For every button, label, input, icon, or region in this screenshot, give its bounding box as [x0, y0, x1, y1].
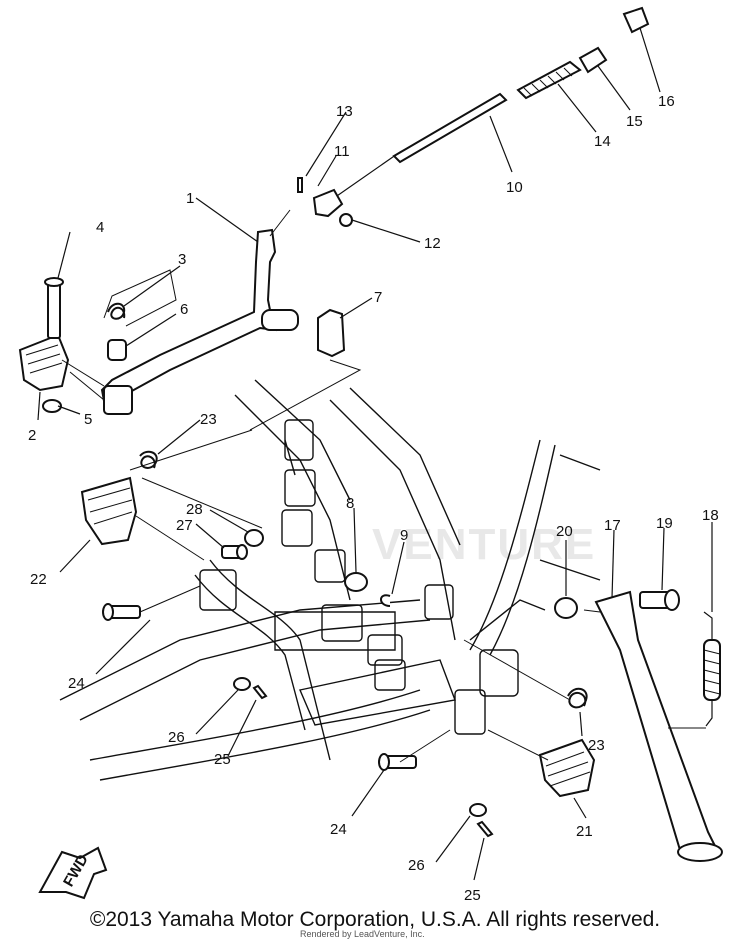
callout-26a: 26 [168, 729, 185, 746]
footrest-left [80, 476, 138, 546]
cable-clip [317, 308, 346, 358]
callout-22: 22 [30, 571, 47, 588]
footrest-lower [538, 738, 596, 798]
fwd-arrow-icon [38, 846, 108, 900]
circlip [380, 594, 391, 607]
callout-3: 3 [178, 251, 186, 268]
motorcycle-frame [59, 379, 601, 781]
callout-12: 12 [424, 235, 441, 252]
callout-1: 1 [186, 190, 194, 207]
return-spring-23b [567, 687, 588, 709]
callout-10: 10 [506, 179, 523, 196]
sidestand [594, 590, 723, 862]
callout-16: 16 [658, 93, 675, 110]
pin-24a [102, 603, 141, 621]
cotter-pin-25a [252, 684, 268, 700]
pivot-pin [44, 277, 64, 339]
copyright-text: ©2013 Yamaha Motor Corporation, U.S.A. A… [89, 908, 661, 931]
adjusting-nut [622, 6, 650, 34]
callout-5: 5 [84, 411, 92, 428]
callout-24b: 24 [330, 821, 347, 838]
spring-collar [578, 46, 608, 74]
cotter-pin-25b [476, 820, 494, 838]
callout-8: 8 [346, 495, 354, 512]
callout-23a: 23 [200, 411, 217, 428]
nut-12 [339, 213, 353, 227]
washer-8 [344, 572, 368, 592]
leader-lines [37, 27, 713, 881]
callout-27: 27 [176, 517, 193, 534]
callout-numbers: 1 2 3 4 5 6 7 8 9 10 11 12 13 14 15 16 1… [28, 93, 719, 904]
washer-26a [233, 677, 251, 691]
pin-24b [378, 753, 417, 771]
sidestand-bolt [639, 589, 680, 611]
callout-4: 4 [96, 219, 104, 236]
callout-13: 13 [336, 103, 353, 120]
callout-23b: 23 [588, 737, 605, 754]
callout-26b: 26 [408, 857, 425, 874]
watermark-text: VENTURE [372, 520, 597, 569]
callout-2: 2 [28, 427, 36, 444]
callout-20: 20 [556, 523, 573, 540]
brake-pedal [100, 228, 299, 415]
sidestand-spring [703, 611, 721, 727]
footrest-top [18, 333, 70, 392]
callout-25a: 25 [214, 751, 231, 768]
callout-14: 14 [594, 133, 611, 150]
callout-25b: 25 [464, 887, 481, 904]
cotter-pin-13 [297, 177, 303, 193]
callout-9: 9 [400, 527, 408, 544]
callout-21: 21 [576, 823, 593, 840]
collar [107, 339, 127, 361]
callout-28: 28 [186, 501, 203, 518]
callout-19: 19 [656, 515, 673, 532]
callout-24a: 24 [68, 675, 85, 692]
callout-11: 11 [334, 143, 350, 160]
return-spring-23a [139, 450, 158, 469]
nut-28 [244, 529, 264, 547]
washer-26b [469, 803, 487, 817]
callout-17: 17 [604, 517, 621, 534]
brake-rod [333, 92, 508, 199]
callout-15: 15 [626, 113, 643, 130]
render-credit: Rendered by LeadVenture, Inc. [300, 929, 425, 939]
rod-clevis [312, 188, 344, 218]
callout-6: 6 [180, 301, 188, 318]
nut-20 [554, 597, 578, 619]
bolt-27 [221, 544, 248, 560]
washer-5 [42, 399, 62, 413]
return-spring-top [107, 302, 126, 320]
brake-spring [516, 60, 582, 100]
callout-18: 18 [702, 507, 719, 524]
callout-7: 7 [374, 289, 382, 306]
